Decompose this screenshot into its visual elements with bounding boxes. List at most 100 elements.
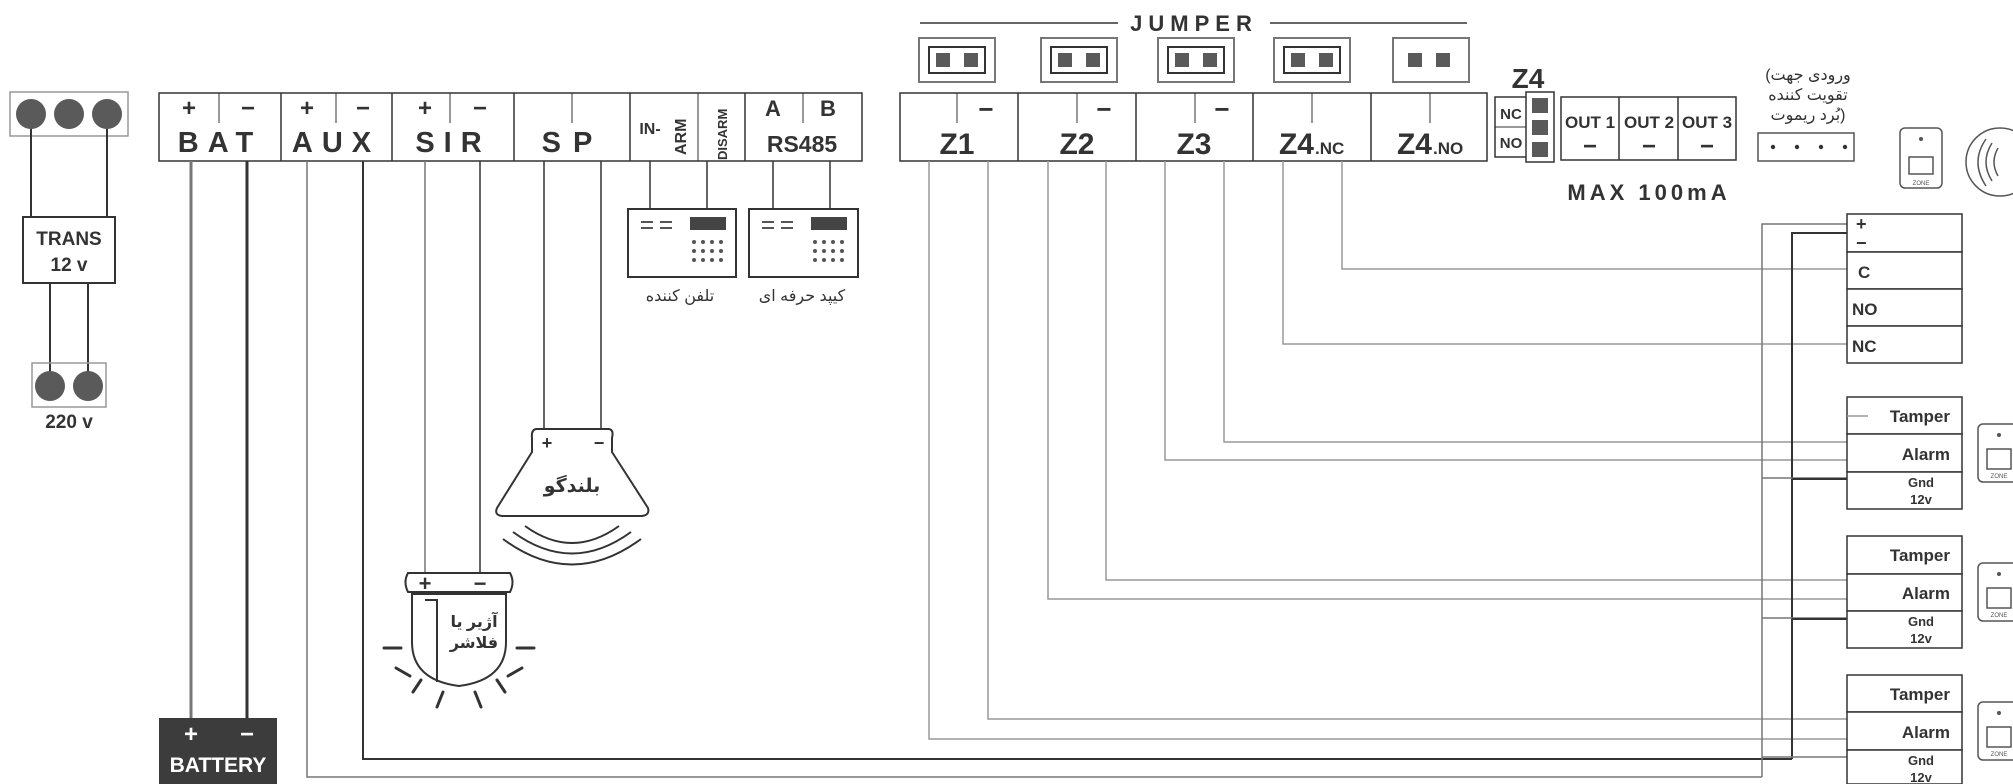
out1-label: OUT 1 bbox=[1565, 113, 1615, 132]
jumper-label: JUMPER bbox=[1130, 11, 1258, 36]
bat-minus: − bbox=[241, 95, 255, 122]
z4nc-terminal: Z4 bbox=[1279, 128, 1314, 161]
zone-device-2: ZONE bbox=[1977, 562, 2013, 622]
sensor-block-2: Tamper Alarm Gnd 12v bbox=[1846, 535, 1963, 649]
remote-note-line1: (ورودی جهت bbox=[1765, 67, 1851, 85]
sensor2-alarm: Alarm bbox=[1902, 584, 1950, 603]
speaker-plus: + bbox=[542, 433, 553, 453]
battery-plus: + bbox=[184, 721, 198, 748]
zone-device-label: ZONE bbox=[1913, 181, 1930, 187]
z4-jumper[interactable] bbox=[1525, 91, 1555, 163]
sensor1-alarm: Alarm bbox=[1902, 445, 1950, 464]
siren-label-1: آژیر یا bbox=[450, 611, 498, 631]
siren-flasher: + − آژیر یا فلاشر bbox=[382, 161, 536, 709]
jumper-z4no[interactable] bbox=[1392, 37, 1470, 83]
right-buses bbox=[1761, 223, 1847, 777]
disarm-label: DISARM bbox=[715, 109, 730, 160]
transformer: TRANS 12 v 220 v bbox=[9, 91, 129, 433]
out1-minus: − bbox=[1583, 133, 1597, 160]
sensor3-gnd: Gnd bbox=[1908, 753, 1934, 768]
rs485-label: RS485 bbox=[767, 131, 838, 157]
sensor3-tamper: Tamper bbox=[1890, 685, 1951, 704]
sensor1-gnd: Gnd bbox=[1908, 475, 1934, 490]
sir-terminal: SIR bbox=[415, 127, 490, 159]
z2-terminal: Z2 bbox=[1059, 128, 1094, 161]
keypad-wires bbox=[649, 161, 831, 209]
z4-selector: Z4 NC NO bbox=[1494, 63, 1555, 163]
in-label: IN- bbox=[639, 121, 660, 138]
bat-plus: + bbox=[182, 95, 196, 122]
z1-minus: − bbox=[978, 94, 993, 124]
relay-block: + − C NO NC bbox=[1846, 213, 1963, 364]
sensor2-12v: 12v bbox=[1910, 631, 1932, 646]
trans-voltage: 12 v bbox=[51, 255, 88, 276]
siren-label-2: فلاشر bbox=[449, 635, 498, 652]
sensor1-12v: 12v bbox=[1910, 492, 1932, 507]
jumper-header: JUMPER bbox=[920, 11, 1467, 36]
z3-minus: − bbox=[1214, 94, 1229, 124]
z4-nc: NC bbox=[1500, 106, 1522, 123]
zone-device-3-label: ZONE bbox=[1991, 752, 2008, 758]
relay-c: C bbox=[1858, 263, 1870, 282]
aux-plus: + bbox=[300, 95, 314, 122]
out2-minus: − bbox=[1642, 133, 1656, 160]
terminal-strip-zones: − Z1 − Z2 − Z3 Z4 .NC Z4 .NO bbox=[899, 92, 1488, 162]
siren-minus: − bbox=[474, 571, 487, 596]
sensor2-gnd: Gnd bbox=[1908, 614, 1934, 629]
jumper-z1[interactable] bbox=[918, 37, 996, 83]
phone-dialer: تلفن کننده bbox=[627, 208, 737, 306]
rs485-a: A bbox=[765, 96, 781, 121]
sensor2-tamper: Tamper bbox=[1890, 546, 1951, 565]
battery: + − BATTERY bbox=[159, 161, 277, 784]
out3-minus: − bbox=[1700, 133, 1714, 160]
z1-terminal: Z1 bbox=[939, 128, 974, 161]
remote-note-line3: بُرد ریموت) bbox=[1771, 107, 1846, 125]
max-current: MAX 100mA bbox=[1567, 180, 1730, 205]
remote-input-note: (ورودی جهت تقویت کننده بُرد ریموت) bbox=[1757, 67, 1855, 162]
jumper-z2[interactable] bbox=[1040, 37, 1118, 83]
z3-terminal: Z3 bbox=[1176, 128, 1211, 161]
z4no-terminal: Z4 bbox=[1397, 128, 1432, 161]
pro-keypad: کیپد حرفه ای bbox=[748, 208, 859, 306]
sensor-block-3: Tamper Alarm Gnd 12v bbox=[1846, 674, 1963, 784]
relay-plus: + bbox=[1856, 214, 1867, 234]
z4-title: Z4 bbox=[1512, 63, 1545, 94]
sir-minus: − bbox=[473, 95, 487, 122]
aux-minus: − bbox=[356, 95, 370, 122]
rs485-b: B bbox=[820, 96, 836, 121]
phone-dialer-label: تلفن کننده bbox=[646, 288, 715, 306]
aux-terminal: AUX bbox=[292, 127, 380, 159]
speaker-label: بلندگو bbox=[543, 474, 601, 497]
terminal-strip-left: + − BAT + − AUX + − SIR SP IN- ARM DISAR… bbox=[158, 92, 863, 162]
jumper-z4nc[interactable] bbox=[1273, 37, 1351, 83]
speaker: + − بلندگو bbox=[495, 161, 650, 566]
arm-label: ARM bbox=[673, 119, 690, 155]
z2-minus: − bbox=[1096, 94, 1111, 124]
zone-device-3: ZONE bbox=[1977, 701, 2013, 761]
zone-wires bbox=[928, 161, 1847, 740]
output-terminals: OUT 1 − OUT 2 − OUT 3 − MAX 100mA bbox=[1560, 96, 1737, 205]
sensor3-alarm: Alarm bbox=[1902, 723, 1950, 742]
relay-minus: − bbox=[1856, 233, 1867, 253]
relay-nc: NC bbox=[1852, 337, 1877, 356]
sensor1-tamper: Tamper bbox=[1890, 407, 1951, 426]
z4no-sub: .NO bbox=[1433, 139, 1463, 158]
jumper-z3[interactable] bbox=[1157, 37, 1235, 83]
z4-no: NO bbox=[1500, 135, 1523, 152]
zone-device-1: ZONE bbox=[1977, 423, 2013, 483]
battery-minus: − bbox=[240, 721, 254, 748]
sp-terminal: SP bbox=[542, 127, 605, 159]
siren-plus: + bbox=[419, 571, 432, 596]
remote-note-line2: تقویت کننده bbox=[1768, 87, 1847, 105]
jumper-blocks bbox=[918, 37, 1470, 83]
aux-bus bbox=[306, 161, 1792, 778]
zone-device-2-label: ZONE bbox=[1991, 613, 2008, 619]
battery-label: BATTERY bbox=[170, 754, 267, 777]
out2-label: OUT 2 bbox=[1624, 113, 1674, 132]
speaker-minus: − bbox=[594, 433, 605, 453]
out3-label: OUT 3 bbox=[1682, 113, 1732, 132]
zone-device-1-label: ZONE bbox=[1991, 474, 2008, 480]
sir-plus: + bbox=[418, 95, 432, 122]
sensor3-12v: 12v bbox=[1910, 770, 1932, 784]
